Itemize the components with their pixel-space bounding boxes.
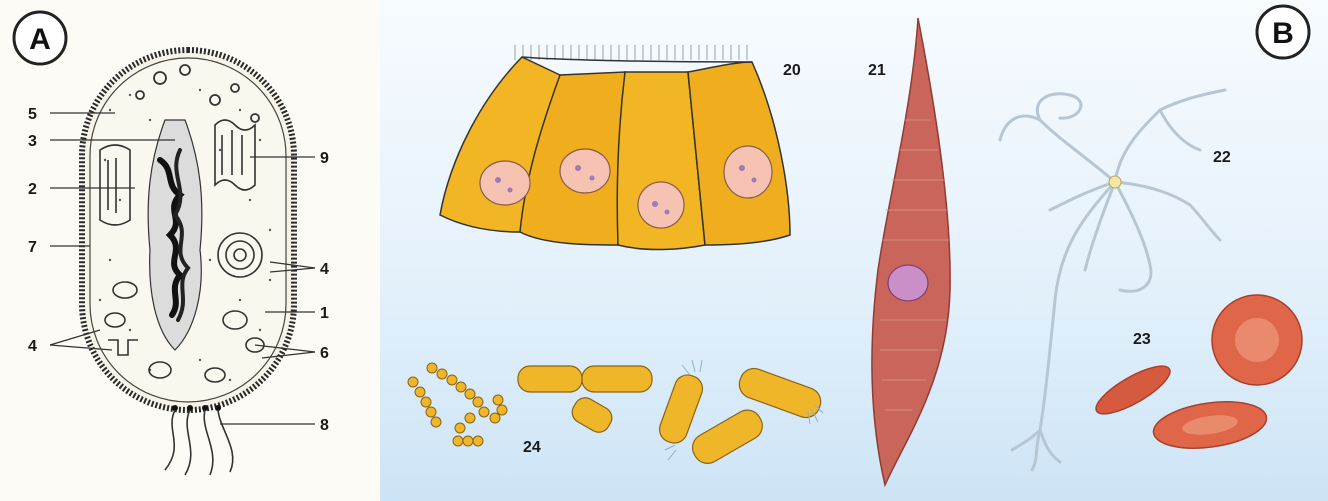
- label-22: 22: [1213, 149, 1231, 166]
- label-9: 9: [320, 150, 329, 167]
- label-20: 20: [783, 62, 801, 79]
- label-8: 8: [320, 417, 329, 434]
- label-3: 3: [28, 133, 37, 150]
- label-24: 24: [523, 439, 541, 456]
- panel-a-letter: A: [29, 23, 51, 56]
- label-4-left: 4: [28, 338, 37, 355]
- label-21: 21: [868, 62, 886, 79]
- label-4-right: 4: [320, 261, 329, 278]
- nucleus: [148, 120, 202, 350]
- label-6: 6: [320, 345, 329, 362]
- panel-a-badge: A: [14, 12, 66, 64]
- panel-b-badge: B: [1257, 6, 1309, 58]
- epithelial-cells: [440, 45, 790, 250]
- flagella: [165, 405, 233, 475]
- label-7: 7: [28, 239, 37, 256]
- panel-b-letter: B: [1272, 17, 1294, 50]
- red-blood-cells: [1090, 295, 1302, 455]
- label-5: 5: [28, 106, 37, 123]
- neuron-soma: [1109, 176, 1121, 188]
- muscle-cell: [872, 18, 950, 485]
- bacteria: [408, 360, 825, 468]
- label-1: 1: [320, 305, 329, 322]
- label-23: 23: [1133, 331, 1151, 348]
- label-2: 2: [28, 181, 37, 198]
- cell-diagram: [82, 50, 294, 475]
